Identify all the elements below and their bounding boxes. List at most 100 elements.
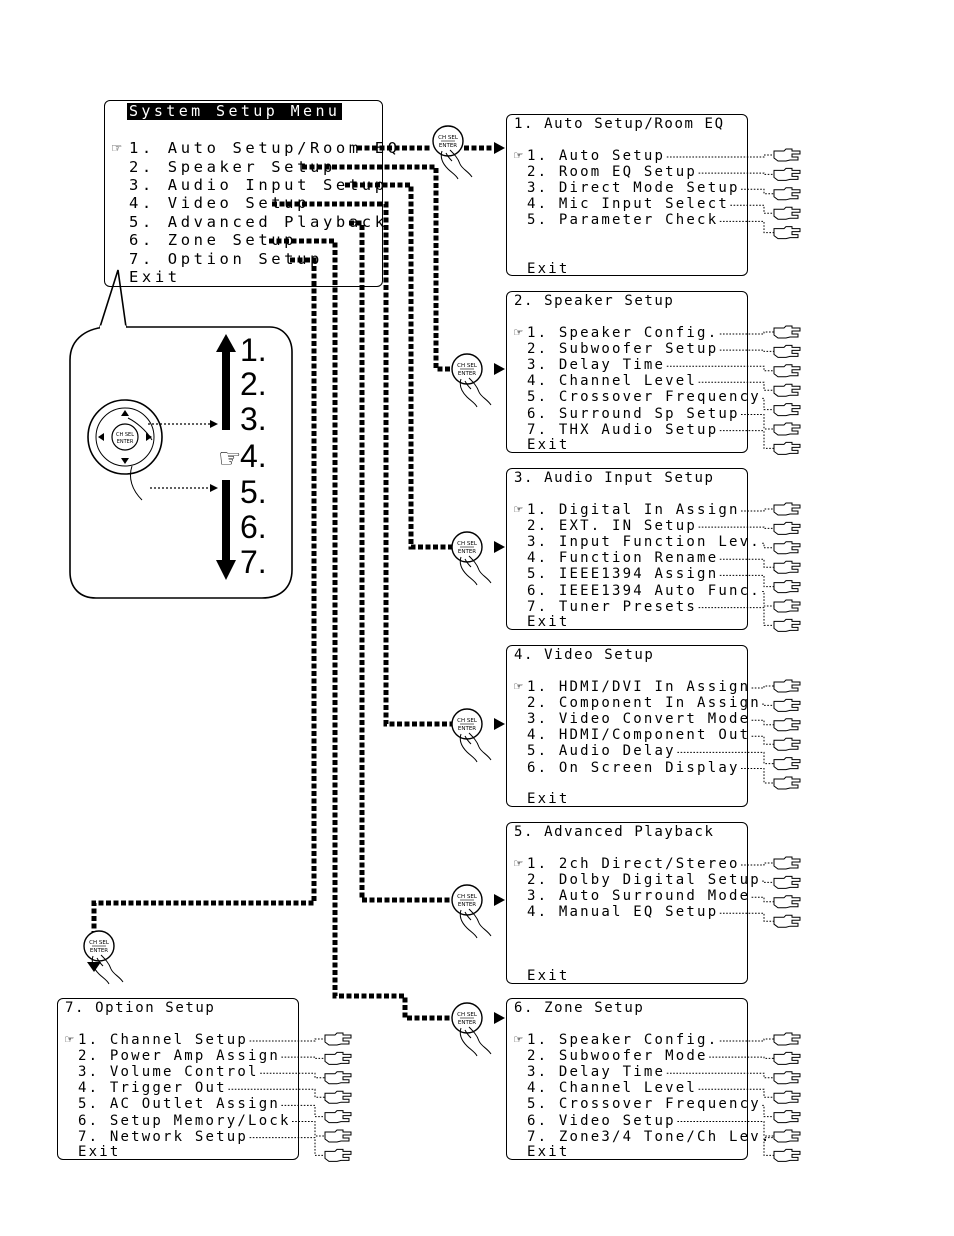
submenu-item[interactable]: 5. Crossover Frequency [527, 389, 761, 406]
submenu-item[interactable]: 7. Tuner Presets [527, 598, 698, 615]
pointing-hand-icon [773, 1051, 801, 1065]
hand-shape [773, 1110, 801, 1124]
pointing-hand-icon [773, 856, 801, 870]
arrow-icon [87, 962, 101, 972]
pointing-hand-icon [773, 1071, 801, 1085]
submenu-item[interactable]: 1. Speaker Config. [527, 1032, 719, 1048]
dotted-leader [719, 1038, 774, 1042]
main-menu-exit[interactable]: Exit [129, 268, 181, 286]
dotted-leader [751, 719, 774, 726]
submenu-item[interactable]: 3. Delay Time [527, 357, 666, 374]
submenu-item[interactable]: 4. Mic Input Select [527, 196, 729, 213]
submenu-item[interactable]: 5. Crossover Frequency [527, 1096, 761, 1113]
submenu-item[interactable]: 5. Parameter Check [527, 212, 719, 229]
submenu-item[interactable]: 6. Setup Memory/Lock [78, 1112, 291, 1129]
callout-number: 3. [240, 401, 267, 437]
submenu-item[interactable]: 5. Audio Delay [527, 743, 676, 760]
submenu-item[interactable]: 4. Channel Level [527, 373, 698, 390]
pointing-hand-icon [773, 1148, 801, 1162]
pointing-hand-icon [324, 1051, 352, 1065]
hand-shape [773, 718, 801, 732]
submenu-item[interactable]: 3. Delay Time [527, 1064, 666, 1081]
submenu-item[interactable]: 7. Network Setup [78, 1128, 249, 1145]
pointing-hand-icon [773, 737, 801, 751]
submenu-item[interactable]: 3. Volume Control [78, 1064, 259, 1081]
submenu-item[interactable]: 1. Channel Setup [78, 1032, 249, 1048]
pointing-hand-icon [773, 618, 801, 632]
submenu-item[interactable]: 3. Auto Surround Mode [527, 888, 751, 905]
submenu-item[interactable]: 4. Manual EQ Setup [527, 904, 719, 921]
submenu-item[interactable]: 4. Channel Level [527, 1080, 698, 1097]
submenu-item[interactable]: 1. 2ch Direct/Stereo [527, 856, 740, 872]
route-speaker-setup [302, 164, 452, 372]
submenu-item[interactable]: 7. Zone3/4 Tone/Ch Lev. [527, 1128, 772, 1145]
dotted-leader [762, 1104, 774, 1118]
submenu-item[interactable]: 6. IEEE1394 Auto Func. [527, 582, 761, 599]
dotted-leader [751, 685, 774, 689]
submenu-item[interactable]: 1. Digital In Assign [527, 502, 740, 518]
arrow-icon [494, 363, 505, 375]
submenu-exit[interactable]: Exit [78, 1144, 121, 1160]
submenu-title: 6. Zone Setup [514, 1000, 645, 1016]
submenu-item[interactable]: 5. IEEE1394 Assign [527, 566, 719, 583]
main-menu-item[interactable]: 7. Option Setup [129, 250, 323, 268]
submenu-exit[interactable]: Exit [527, 261, 570, 277]
submenu-item[interactable]: 4. HDMI/Component Out [527, 727, 751, 744]
submenu-item[interactable]: 1. Speaker Config. [527, 325, 719, 341]
dotted-leader [741, 862, 774, 866]
submenu-item[interactable]: 1. HDMI/DVI In Assign [527, 679, 751, 695]
submenu-item[interactable]: 2. Room EQ Setup [527, 164, 698, 181]
pointing-hand-icon [773, 325, 801, 339]
submenu-item[interactable]: 2. Subwoofer Mode [527, 1048, 708, 1065]
submenu-item[interactable]: 3. Video Convert Mode [527, 711, 751, 728]
dotted-leader [709, 1056, 774, 1059]
submenu-item[interactable]: 2. EXT. IN Setup [527, 518, 698, 535]
submenu-item[interactable]: 2. Dolby Digital Setup [527, 872, 761, 889]
submenu-exit[interactable]: Exit [527, 791, 570, 807]
main-menu-item[interactable]: 3. Audio Input Setup [129, 176, 388, 194]
hand-shape [324, 1071, 352, 1085]
pointing-hand-icon [773, 776, 801, 790]
hand-shape [773, 325, 801, 339]
submenu-title: 5. Advanced Playback [514, 824, 715, 840]
submenu-item[interactable]: 6. Video Setup [527, 1112, 676, 1129]
main-menu-item[interactable]: 2. Speaker Setup [129, 158, 336, 176]
route-audio-input [345, 182, 452, 550]
submenu-item[interactable]: 2. Component In Assign [527, 695, 761, 712]
submenu-exit[interactable]: Exit [527, 1144, 570, 1160]
pointing-hand-icon [773, 187, 801, 201]
hand-shape [773, 895, 801, 909]
submenu-exit[interactable]: Exit [527, 614, 570, 630]
submenu-item[interactable]: 6. Surround Sp Setup [527, 405, 740, 422]
submenu-item[interactable]: 4. Trigger Out [78, 1080, 227, 1097]
submenu-item[interactable]: 7. THX Audio Setup [527, 421, 719, 438]
submenu-exit[interactable]: Exit [527, 968, 570, 984]
main-menu-item[interactable]: 1. Auto Setup/Room EQ [129, 139, 401, 157]
enter-label: CH SEL [89, 940, 110, 946]
submenu-item[interactable]: 6. On Screen Display [527, 759, 740, 776]
cursor-icon: ☞ [65, 1032, 74, 1048]
submenu-item[interactable]: 2. Power Amp Assign [78, 1048, 280, 1065]
hand-shape [324, 1032, 352, 1046]
hand-shape [773, 226, 801, 240]
arrow-icon [494, 541, 505, 553]
main-menu-item[interactable]: 5. Advanced Playback [129, 213, 388, 231]
hand-shape [324, 1110, 352, 1124]
pointing-hand-icon [324, 1110, 352, 1124]
submenu-item[interactable]: 4. Function Rename [527, 550, 719, 567]
dotted-leader [741, 188, 774, 195]
right-arrow-icon [146, 433, 152, 441]
submenu-item[interactable]: 1. Auto Setup [527, 148, 666, 164]
submenu-item[interactable]: 3. Input Function Lev. [527, 534, 761, 551]
pointing-hand-icon [773, 875, 801, 889]
submenu-item[interactable]: 3. Direct Mode Setup [527, 180, 740, 197]
main-menu-item[interactable]: 4. Video Setup [129, 194, 311, 212]
submenu-item[interactable]: 5. AC Outlet Assign [78, 1096, 280, 1113]
pointing-hand-icon [773, 167, 801, 181]
main-menu-item[interactable]: 6. Zone Setup [129, 231, 298, 249]
submenu-exit[interactable]: Exit [527, 437, 570, 453]
submenu-item[interactable]: 2. Subwoofer Setup [527, 341, 719, 358]
route-option-setup [91, 257, 317, 936]
dotted-leader [741, 414, 774, 430]
